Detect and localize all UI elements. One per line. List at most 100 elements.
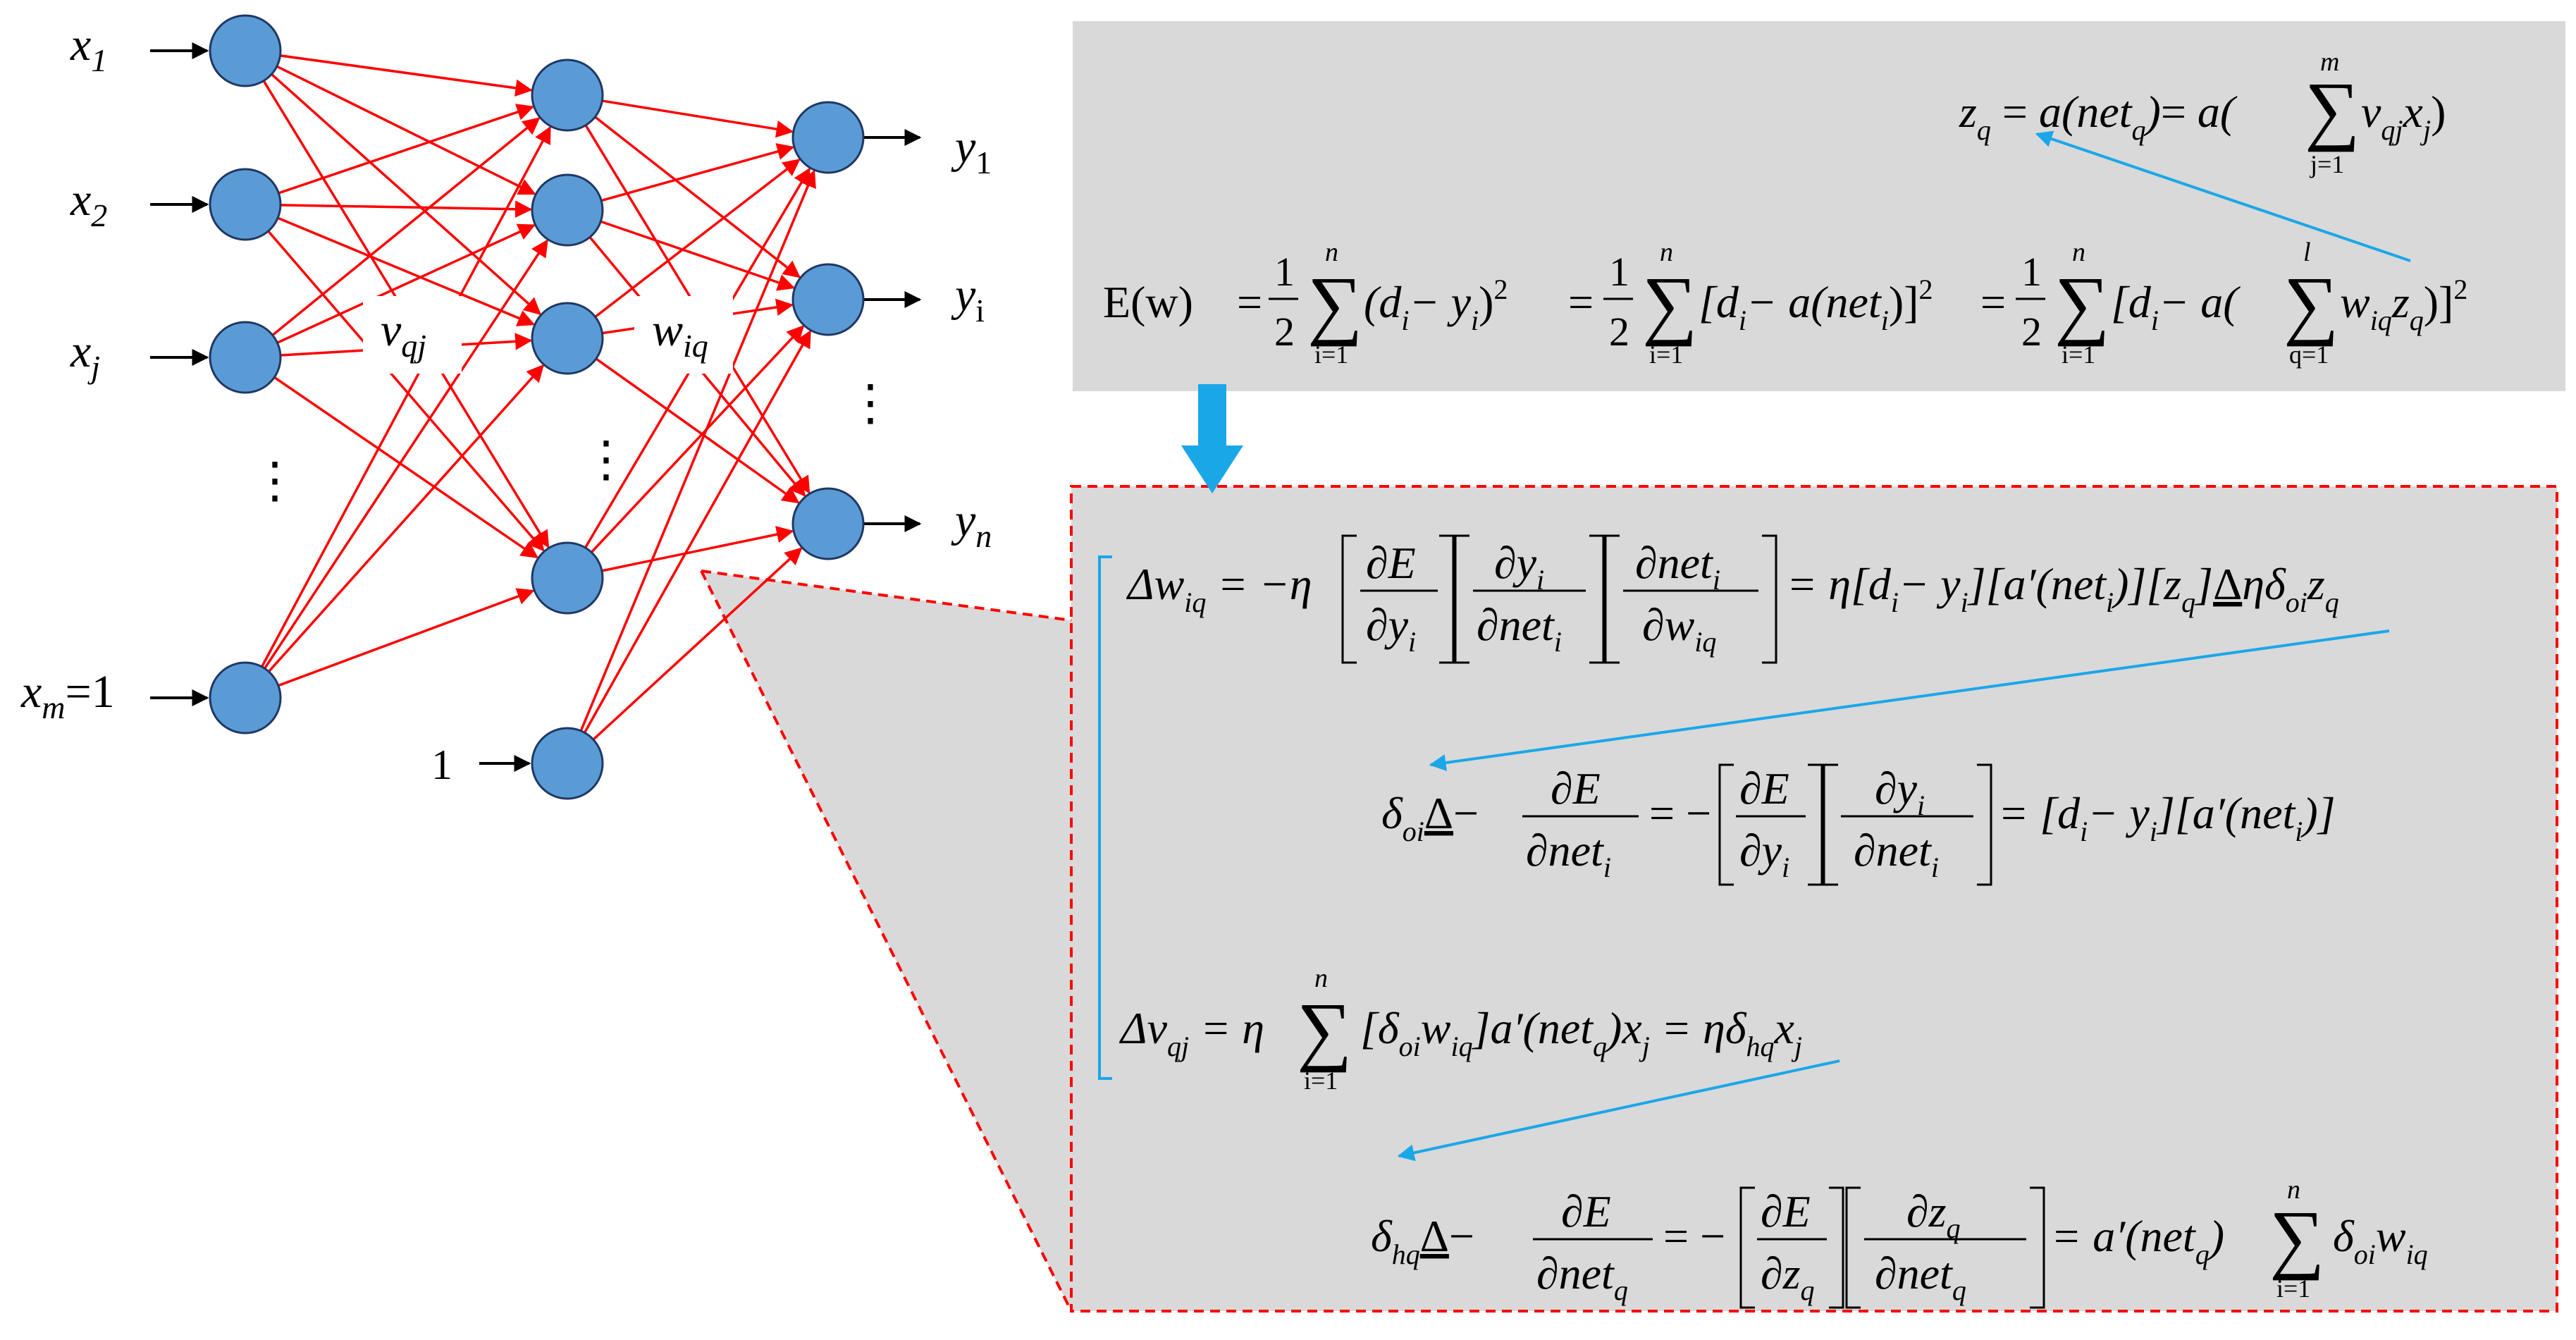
hidden-node-0 xyxy=(531,59,604,132)
input-node-0 xyxy=(209,14,282,87)
svg-text:n: n xyxy=(1660,238,1673,267)
equation-group-bracket xyxy=(1098,555,1112,1080)
svg-text:n: n xyxy=(2287,1175,2300,1205)
equation-delta-w: Δwiq = −η ∂E ∂yi ∂yi ∂neti ∂neti ∂wiq = … xyxy=(1126,534,2339,664)
svg-text:n: n xyxy=(1325,238,1338,267)
svg-text:∑: ∑ xyxy=(2054,261,2109,347)
svg-text:=: = xyxy=(1568,277,1594,327)
svg-text:wiqzq)]2: wiqzq)]2 xyxy=(2340,273,2467,336)
edge-input-3-hidden-0 xyxy=(250,125,552,687)
equation-delta-h: δhqΔ− ∂E ∂netq = − ∂E ∂zq ∂zq ∂netq = a′… xyxy=(1371,1175,2428,1309)
edge-input-2-hidden-1 xyxy=(257,223,536,353)
svg-text:∂yi: ∂yi xyxy=(1739,825,1789,883)
svg-text:∂neti: ∂neti xyxy=(1477,600,1562,658)
equation-energy: E(w) = 1 2 ∑ n i=1 (di− yi)2 = 1 2 ∑ n i… xyxy=(1103,238,2467,369)
svg-text:1: 1 xyxy=(2021,249,2042,295)
svg-text:∑: ∑ xyxy=(1642,261,1697,347)
equation-zq: zq = a(netq)= a( ∑ m j=1 vqjxj) xyxy=(1959,47,2446,178)
edge-hidden-0-output-0 xyxy=(581,96,794,138)
svg-text:∂E: ∂E xyxy=(1366,538,1416,588)
svg-text:=: = xyxy=(1980,277,2006,327)
edge-hidden-2-output-2 xyxy=(578,345,800,504)
edge-input-1-hidden-0 xyxy=(258,104,535,202)
edge-input-1-hidden-2 xyxy=(257,209,536,326)
svg-text:[di− a(: [di− a( xyxy=(2111,277,2241,336)
weight-label-bg-wiq xyxy=(634,296,733,374)
network-edges xyxy=(250,51,816,755)
svg-text:∑: ∑ xyxy=(2269,1195,2324,1281)
output-label-yn: yn xyxy=(951,495,992,554)
update-equations-panel xyxy=(1071,486,2557,1311)
svg-text:Δwiq = −η: Δwiq = −η xyxy=(1126,559,1312,618)
svg-text:2: 2 xyxy=(1609,309,1629,355)
svg-text:∑: ∑ xyxy=(1307,261,1362,347)
svg-text:∂neti: ∂neti xyxy=(1526,825,1611,883)
svg-text:= −: = − xyxy=(1649,788,1711,838)
io-arrows xyxy=(150,42,922,772)
input-label-xm: xm=1 xyxy=(20,666,115,725)
hidden-bias-node xyxy=(531,727,604,800)
svg-text:δhqΔ−: δhqΔ− xyxy=(1371,1211,1474,1270)
svg-text:E(w): E(w) xyxy=(1103,277,1193,327)
svg-text:∂E: ∂E xyxy=(1561,1186,1611,1236)
output-node-0 xyxy=(791,101,865,174)
svg-text:= η[di− yi][a′(neti)][zq]Δηδoi: = η[di− yi][a′(neti)][zq]Δηδoizq xyxy=(1787,559,2339,618)
svg-text:2: 2 xyxy=(2021,309,2042,355)
output-label-yi: yi xyxy=(951,269,985,328)
edge-input-2-hidden-0 xyxy=(255,117,541,350)
svg-text:= [di− yi][a′(neti)]: = [di− yi][a′(neti)] xyxy=(1998,788,2336,847)
weight-label-wiq: wiq xyxy=(652,305,708,364)
svg-text:n: n xyxy=(2072,238,2085,267)
svg-text:zq = a(netq)= a(: zq = a(netq)= a( xyxy=(1959,87,2238,146)
zoom-line-bottom xyxy=(700,570,1073,1312)
ref-arrow-zq xyxy=(2035,130,2411,262)
equation-delta-v: Δvqj = η ∑ n i=1 [δoiwiq]a′(netq)xj = ηδ… xyxy=(1118,964,1802,1095)
edge-hidden-1-output-0 xyxy=(580,143,795,208)
weight-label-vqj: vqj xyxy=(381,305,426,364)
output-ellipsis: ⋮ xyxy=(846,376,895,431)
svg-text:i=1: i=1 xyxy=(2062,340,2095,369)
edge-input-0-hidden-2 xyxy=(254,59,542,316)
svg-text:∂E: ∂E xyxy=(1739,763,1789,813)
weight-label-bg-vqj xyxy=(363,296,462,374)
svg-text:[di− a(neti)]2: [di− a(neti)]2 xyxy=(1699,273,1933,336)
ref-arrow-delta-o xyxy=(1429,629,2390,771)
svg-text:Δvqj = η: Δvqj = η xyxy=(1118,1003,1264,1062)
edge-hidden-3-output-1 xyxy=(576,325,805,569)
edge-input-1-hidden-3 xyxy=(253,214,545,552)
bias-label: 1 xyxy=(431,742,452,788)
input-label-xj: xj xyxy=(70,326,100,385)
edge-input-0-hidden-1 xyxy=(257,56,536,195)
svg-text:∂neti: ∂neti xyxy=(1635,538,1720,596)
svg-text:vqjxj): vqjxj) xyxy=(2361,87,2446,146)
svg-text:i=1: i=1 xyxy=(2276,1274,2310,1303)
svg-text:i=1: i=1 xyxy=(1304,1067,1338,1095)
energy-equation-panel xyxy=(1073,21,2565,391)
svg-text:n: n xyxy=(1314,964,1328,993)
svg-text:l: l xyxy=(2303,238,2311,267)
input-node-2 xyxy=(209,321,282,394)
svg-text:∑: ∑ xyxy=(1297,987,1352,1073)
input-node-3 xyxy=(209,661,282,734)
output-node-2 xyxy=(791,487,865,560)
svg-text:∑: ∑ xyxy=(2305,66,2360,152)
svg-text:∑: ∑ xyxy=(2284,261,2338,347)
svg-text:=: = xyxy=(1237,277,1262,327)
svg-text:δoiΔ−: δoiΔ− xyxy=(1381,788,1479,847)
svg-text:∂zq: ∂zq xyxy=(1906,1186,1961,1244)
svg-text:∂neti: ∂neti xyxy=(1854,825,1939,883)
edge-input-3-hidden-3 xyxy=(258,588,535,694)
edge-hidden-4-output-2 xyxy=(577,547,803,755)
edge-hidden-2-output-0 xyxy=(577,159,801,331)
input-ellipsis: ⋮ xyxy=(250,454,300,508)
svg-text:2: 2 xyxy=(1274,309,1295,355)
svg-text:= −: = − xyxy=(1663,1211,1725,1261)
hidden-node-1 xyxy=(531,173,604,247)
edge-hidden-1-output-1 xyxy=(580,213,796,291)
output-node-1 xyxy=(791,263,865,336)
edge-hidden-4-output-1 xyxy=(573,330,812,752)
hidden-node-3 xyxy=(531,541,604,615)
svg-text:= a′(netq): = a′(netq) xyxy=(2051,1211,2224,1270)
